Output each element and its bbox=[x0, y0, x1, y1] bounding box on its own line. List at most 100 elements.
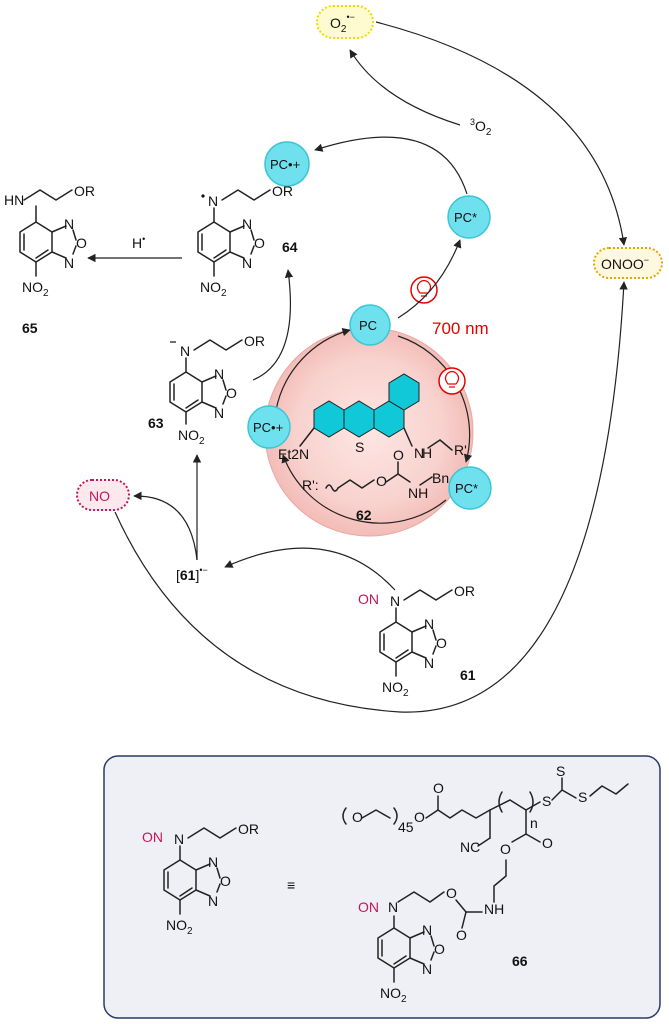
pc-ground-state: PC bbox=[349, 304, 391, 346]
h-radical-label: H• bbox=[132, 234, 145, 251]
svg-text:OR: OR bbox=[74, 183, 95, 199]
pc-excited-right: PC* bbox=[448, 466, 492, 510]
svg-text:O: O bbox=[433, 780, 444, 796]
compound-61-structure: N N O N ON OR NO2 61 bbox=[358, 583, 476, 699]
svg-text:ON: ON bbox=[358, 899, 379, 915]
svg-text:PC*: PC* bbox=[454, 210, 477, 225]
nitric-oxide-badge: NO bbox=[76, 479, 130, 511]
compound-63-structure: N N O N OR NO2 63 bbox=[148, 333, 265, 447]
rprime-carbonyl-o-label: O bbox=[393, 447, 404, 463]
svg-text:PC*: PC* bbox=[455, 481, 478, 496]
svg-text:OR: OR bbox=[272, 183, 293, 199]
compound-62-label: 62 bbox=[356, 507, 372, 523]
svg-text:N: N bbox=[208, 193, 218, 209]
svg-text:O: O bbox=[542, 835, 553, 851]
svg-text:N: N bbox=[64, 255, 74, 271]
svg-text:N: N bbox=[208, 854, 218, 870]
compound-61-label: 61 bbox=[460, 667, 476, 683]
svg-text:N: N bbox=[64, 216, 74, 232]
superoxide-badge: O2•− bbox=[316, 5, 374, 39]
svg-text:NH: NH bbox=[484, 901, 504, 917]
svg-text:ON: ON bbox=[142, 829, 163, 845]
compound-64-label: 64 bbox=[282, 239, 298, 255]
inset-nitrosamine-structure: N N O N ON OR NO2 bbox=[142, 821, 259, 937]
svg-text:HN: HN bbox=[4, 192, 24, 208]
svg-text:NO2: NO2 bbox=[22, 279, 49, 299]
svg-text:O: O bbox=[436, 635, 447, 651]
svg-text:NO2: NO2 bbox=[380, 985, 407, 1005]
dye-iminium-label: N bbox=[414, 445, 424, 461]
svg-text:O: O bbox=[220, 873, 231, 889]
svg-text:S: S bbox=[556, 763, 565, 779]
svg-text:O: O bbox=[414, 809, 425, 825]
svg-text:N: N bbox=[214, 405, 224, 421]
dye-rprime-label: R' bbox=[454, 442, 467, 458]
radical-anion-label: [61]•− bbox=[176, 565, 208, 583]
rprime-o-label: O bbox=[376, 473, 387, 489]
svg-text:O: O bbox=[76, 235, 87, 251]
polymer-inset-panel bbox=[103, 755, 661, 1019]
svg-text:N: N bbox=[214, 366, 224, 382]
svg-text:N: N bbox=[424, 655, 434, 671]
svg-text:O: O bbox=[226, 385, 237, 401]
dye-iminium-h-label: H bbox=[422, 445, 432, 461]
svg-text:OR: OR bbox=[244, 333, 265, 349]
svg-text:PC•+: PC•+ bbox=[270, 157, 300, 172]
svg-text:N: N bbox=[174, 831, 184, 847]
svg-text:N: N bbox=[242, 216, 252, 232]
svg-text:ON: ON bbox=[358, 591, 379, 607]
compound-66-label: 66 bbox=[512, 953, 528, 969]
svg-text:O: O bbox=[352, 809, 363, 825]
svg-text:O: O bbox=[434, 941, 445, 957]
svg-text:N: N bbox=[388, 899, 398, 915]
pc-radical-cation-top: PC•+ bbox=[264, 141, 310, 187]
pc-radical-cation-left: PC•+ bbox=[247, 405, 291, 449]
triplet-oxygen-label: 3O2 bbox=[470, 117, 492, 138]
dye-amine-label: Et2N bbox=[278, 446, 309, 462]
svg-text:NO2: NO2 bbox=[200, 279, 227, 299]
svg-text:O: O bbox=[446, 885, 457, 901]
svg-text:N: N bbox=[242, 255, 252, 271]
dye-sulfur-label: S bbox=[355, 439, 364, 455]
wavelength-label: 700 nm bbox=[432, 319, 489, 338]
svg-text:NO2: NO2 bbox=[382, 679, 409, 699]
dye-62-structure: Et2N S N H R' R': O O NH Bn 62 bbox=[278, 373, 467, 523]
svg-text:O: O bbox=[456, 927, 467, 943]
svg-text:OR: OR bbox=[238, 821, 259, 837]
lightbulb-icon bbox=[410, 276, 438, 304]
compound-65-structure: N N O HN OR NO2 65 bbox=[4, 183, 95, 336]
compound-63-label: 63 bbox=[148, 415, 164, 431]
svg-text:45: 45 bbox=[398, 819, 414, 835]
lightbulb-icon bbox=[438, 367, 466, 395]
peroxynitrite-badge: ONOO− bbox=[593, 247, 663, 279]
svg-text:N: N bbox=[208, 893, 218, 909]
polymer-66-structure: O 45 O O NC n S S S O O NH O O bbox=[342, 763, 629, 1005]
svg-text:n: n bbox=[530, 815, 538, 831]
svg-text:N: N bbox=[422, 961, 432, 977]
compound-65-label: 65 bbox=[22, 320, 38, 336]
equivalence-symbol: ≡ bbox=[287, 877, 295, 893]
svg-text:NC: NC bbox=[460, 839, 480, 855]
svg-text:ONOO−: ONOO− bbox=[601, 255, 649, 272]
svg-text:NO: NO bbox=[89, 488, 110, 504]
svg-text:S: S bbox=[542, 793, 551, 809]
svg-text:O: O bbox=[500, 841, 511, 857]
svg-text:NO2: NO2 bbox=[166, 917, 193, 937]
rprime-definition-label: R': bbox=[302, 477, 319, 493]
svg-text:NO2: NO2 bbox=[178, 427, 205, 447]
pc-excited-top: PC* bbox=[447, 195, 491, 239]
svg-text:OR: OR bbox=[454, 583, 475, 599]
svg-text:O: O bbox=[254, 235, 265, 251]
svg-text:N: N bbox=[390, 593, 400, 609]
rprime-nh-label: NH bbox=[408, 485, 428, 501]
catalytic-cycle-circle bbox=[264, 327, 474, 537]
rprime-bn-label: Bn bbox=[432, 470, 449, 486]
svg-text:PC: PC bbox=[359, 318, 377, 333]
svg-text:N: N bbox=[422, 922, 432, 938]
svg-text:N: N bbox=[424, 616, 434, 632]
svg-text:N: N bbox=[180, 343, 190, 359]
compound-64-structure: N N O N OR NO2 64 bbox=[197, 183, 298, 299]
svg-text:S: S bbox=[578, 789, 587, 805]
svg-text:PC•+: PC•+ bbox=[253, 420, 283, 435]
